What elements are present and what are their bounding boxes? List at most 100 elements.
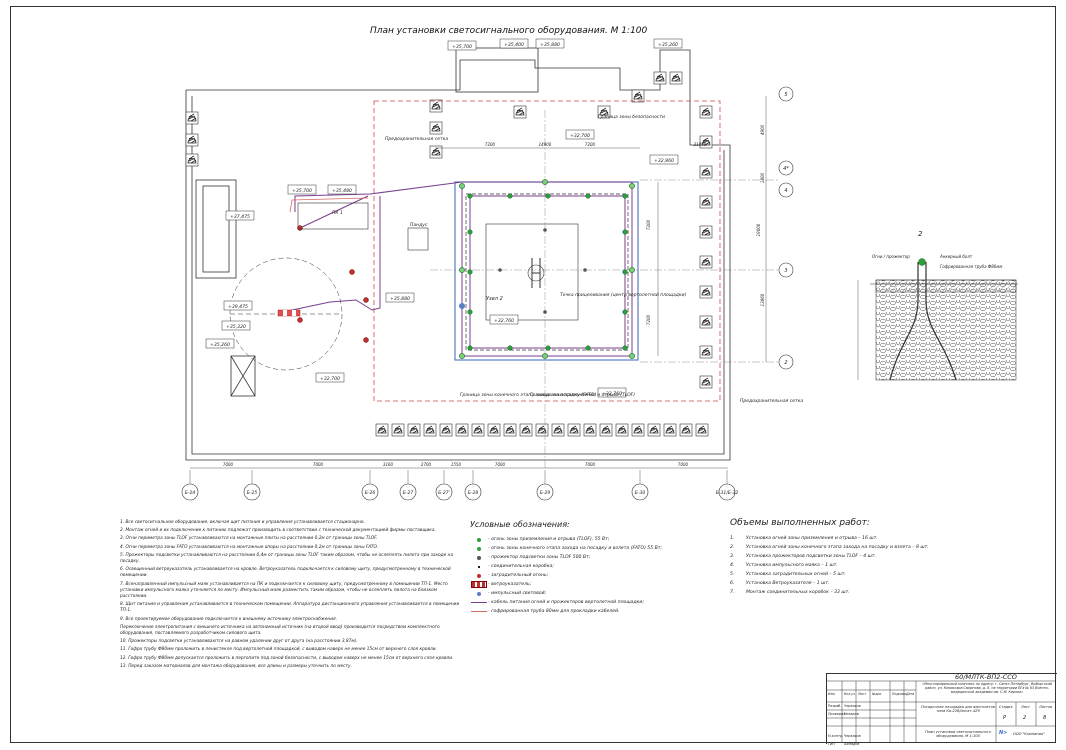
elevation-left-box	[287, 184, 317, 195]
legend-label: - прожектор подсветки зоны TLOF 500 Вт;	[488, 555, 591, 560]
note-item: 3. Огни периметра зоны TLOF устанавливаю…	[120, 536, 378, 542]
legend-label: - гофрированная труба 80мм для прокладки…	[488, 609, 620, 614]
volume-text: Установка прожекторов подсветки зоны TLO…	[746, 554, 876, 559]
elevation-top: +35,700	[452, 44, 472, 50]
note-item: 5. Прожекторы подсветки устанавливаются …	[120, 552, 454, 565]
strobe-beacon-icon	[459, 303, 465, 309]
volume-text: Установка огней зоны конечного этапа зах…	[746, 545, 929, 550]
plan-annotations: Предохранительная сетка Предохранительна…	[332, 114, 803, 404]
elevation-left: +35,480	[332, 188, 352, 194]
fato-light-icon	[459, 267, 465, 273]
tlof-light-icon	[467, 229, 473, 235]
note-item: 7. Всенаправленный импульсный маяк устан…	[120, 581, 448, 600]
fato-boundary-label: Граница зоны конечного этапа захода на п…	[460, 392, 596, 398]
elevation-left-box	[327, 184, 357, 195]
legend-symbol-icon	[470, 563, 488, 571]
volume-number: 3.	[730, 554, 735, 559]
pk-1-box	[297, 202, 369, 230]
axis-bubble-label: Б-28	[468, 490, 479, 496]
axis-bubble	[243, 483, 261, 501]
barrier-bottom-label: Предохранительная сетка	[740, 398, 803, 404]
elevation-left: +37,475	[230, 214, 250, 220]
note-item: 10. Прожекторы подсветки устанавливаются…	[120, 639, 358, 645]
dim-right: 4900	[760, 124, 765, 135]
volume-row: 6.Установка Ветроуказателя – 1 шт.	[730, 581, 1030, 590]
col-stage-label: Стадия	[999, 705, 1013, 709]
legend-row: - огонь зоны приземления и отрыва (TLOF)…	[470, 535, 720, 544]
dim-right: 7200	[646, 314, 651, 325]
axis-bubble-label: Б-31/Б-32	[716, 490, 739, 496]
section-detail: 2 Огни / прожектор Анкерный болт Гофриро…	[857, 230, 1018, 381]
drawing-title: План установки светосигнального оборудов…	[370, 26, 648, 36]
axis-bubble-label: Б-27'	[438, 490, 450, 496]
note-item: Переключение электропитания с внешнего и…	[120, 624, 440, 637]
work-volumes-title: Объемы выполненных работ:	[730, 518, 870, 528]
title-block: 60/МЛТК-ВП2-ССО «Многопрофильный комплек…	[826, 673, 1057, 746]
note-item: 8. Щит питания и управления устанавливае…	[120, 602, 460, 614]
axis-bubble-label: Б-29	[540, 490, 551, 496]
dim-bottom: 7000	[223, 462, 234, 467]
volume-text: Установка огней зоны приземления и отрыв…	[746, 536, 878, 541]
elevation-center: +32,760	[602, 391, 622, 397]
volume-text: Монтаж соединительных коробок – 33 шт.	[746, 590, 850, 595]
ramp-label: Пандус	[410, 222, 428, 228]
axis-bubble	[778, 160, 794, 176]
axis-bubble	[435, 483, 453, 501]
dim-bottom: 7000	[313, 462, 324, 467]
legend-symbol-icon	[470, 608, 488, 616]
object-name: Посадочная площадка для вертолетов типа …	[920, 705, 996, 714]
tlof-light-icon	[622, 193, 628, 199]
volume-row: 5. Установка заградительных огней – 5 шт.	[730, 572, 1030, 581]
tlof-light-icon	[585, 193, 591, 199]
anchor-label: Анкерный болт	[939, 254, 973, 259]
elevation-top: +35,260	[658, 42, 678, 48]
elevation-center-box	[565, 129, 595, 140]
fato-light-icon	[542, 179, 548, 185]
aiming-point-label: Точка прицеливания (центр вертолетной пл…	[560, 292, 687, 298]
building-outline	[185, 47, 731, 461]
stamp-col-label: Лист	[858, 692, 867, 696]
legend-label: - кабель питания огней и прожекторов вер…	[488, 600, 644, 605]
elevation-center-box	[649, 154, 679, 165]
tlof-light-icon	[622, 309, 628, 315]
elevation-center: +32,860	[654, 158, 674, 164]
col-sheets-label: Листов	[1039, 705, 1053, 709]
stamp-col-label: Кол.уч	[844, 692, 856, 696]
grid-axes	[430, 110, 780, 470]
stamp-name: Назаров	[844, 712, 859, 716]
tlof-light-icon	[467, 269, 473, 275]
stamp-col-label: Дата	[906, 692, 915, 696]
floodlight-icon	[543, 310, 547, 314]
legend-title: Условные обозначения:	[470, 520, 570, 529]
axis-bubble-label: 3	[784, 268, 787, 274]
obstruction-light-icon	[349, 269, 355, 275]
legend-label: - заградительный огонь;	[488, 573, 549, 578]
sheet-value: 2	[1023, 715, 1027, 721]
note-item: 4. Огни периметра зоны FATO устанавливаю…	[120, 544, 379, 550]
dim-top: 14900	[539, 142, 552, 147]
drawing-frame	[10, 6, 1056, 743]
tlof-light-icon	[622, 269, 628, 275]
legend-symbol-icon	[470, 545, 488, 553]
tlof-light-icon	[507, 193, 513, 199]
beacon-range-circle	[229, 257, 343, 371]
legend-symbol-icon	[470, 599, 488, 607]
axis-bubble-label: 4*	[783, 166, 789, 172]
volume-text: Установка заградительных огней – 5 шт.	[746, 572, 846, 577]
elevation-center-box	[315, 372, 345, 383]
axis-bubble	[631, 483, 649, 501]
dim-right: 19000	[756, 223, 761, 236]
volume-number: 5.	[730, 572, 735, 577]
legend-row: - заградительный огонь;	[470, 571, 720, 580]
dim-bottom: 1550	[451, 462, 462, 467]
section-number: 2	[918, 230, 923, 238]
elevation-left-box	[223, 300, 253, 311]
company-logo: N>	[999, 730, 1008, 736]
doc-code: 60/МЛТК-ВП2-ССО	[955, 673, 1017, 681]
stamp-name: Черкасов	[844, 734, 861, 738]
dim-bottom: 3160	[383, 462, 394, 467]
title-block-lines	[826, 680, 1056, 743]
axis-bubble-label: 4	[784, 188, 787, 194]
stamp-col-label: Подпись	[892, 692, 907, 696]
